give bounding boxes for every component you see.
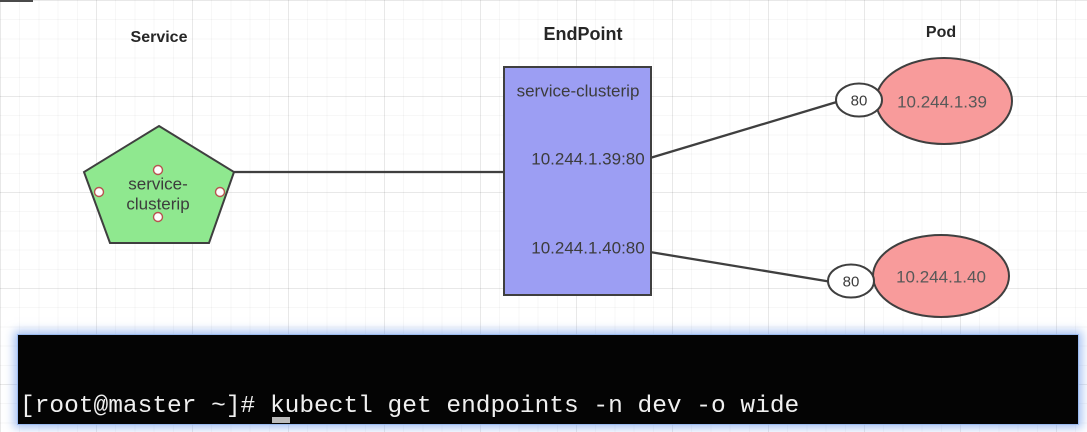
service-section-label: Service	[131, 29, 188, 46]
endpoint-entry-1: 10.244.1.39:80	[531, 150, 644, 169]
pod-node-1[interactable]: 10.244.1.39 80	[835, 57, 1013, 145]
service-node-label-line2: clusterip	[126, 195, 189, 214]
pod2-port-badge-shape[interactable]	[827, 263, 875, 299]
connection-point-right[interactable]	[214, 186, 226, 198]
service-pentagon-shape[interactable]	[82, 124, 236, 244]
connection-point-top[interactable]	[152, 164, 164, 176]
endpoint-node[interactable]: service-clusterip 10.244.1.39:80 10.244.…	[503, 66, 652, 296]
pod-section-label: Pod	[926, 24, 956, 41]
connection-point-left[interactable]	[93, 186, 105, 198]
pod1-ip-label: 10.244.1.39	[897, 93, 987, 112]
terminal-command-line: [root@master ~]# kubectl get endpoints -…	[20, 393, 1078, 421]
service-node-label-line1: service-	[128, 175, 188, 194]
endpoint-entry-2: 10.244.1.40:80	[531, 239, 644, 258]
edge-endpoint-to-pod1[interactable]	[649, 99, 841, 160]
endpoint-node-title: service-clusterip	[517, 82, 640, 101]
terminal-command-text: [root@master ~]# kubectl get endpoints -…	[20, 393, 800, 420]
connection-point-bottom[interactable]	[152, 211, 164, 223]
pod2-ip-label: 10.244.1.40	[896, 268, 986, 287]
pod1-port-badge-shape[interactable]	[835, 82, 883, 118]
kubernetes-service-diagram: Service EndPoint Pod service- clusterip …	[0, 0, 1013, 318]
pod1-port-label: 80	[851, 93, 868, 110]
terminal-window[interactable]: [root@master ~]# kubectl get endpoints -…	[18, 335, 1078, 424]
endpoint-rect-shape[interactable]	[503, 66, 652, 296]
endpoint-section-label: EndPoint	[544, 24, 623, 44]
pod-node-2[interactable]: 10.244.1.40 80	[827, 234, 1010, 318]
edge-endpoint-to-pod2[interactable]	[649, 250, 833, 284]
service-node[interactable]: service- clusterip	[82, 124, 236, 244]
terminal-cursor	[272, 417, 290, 423]
pod2-port-label: 80	[843, 274, 860, 291]
